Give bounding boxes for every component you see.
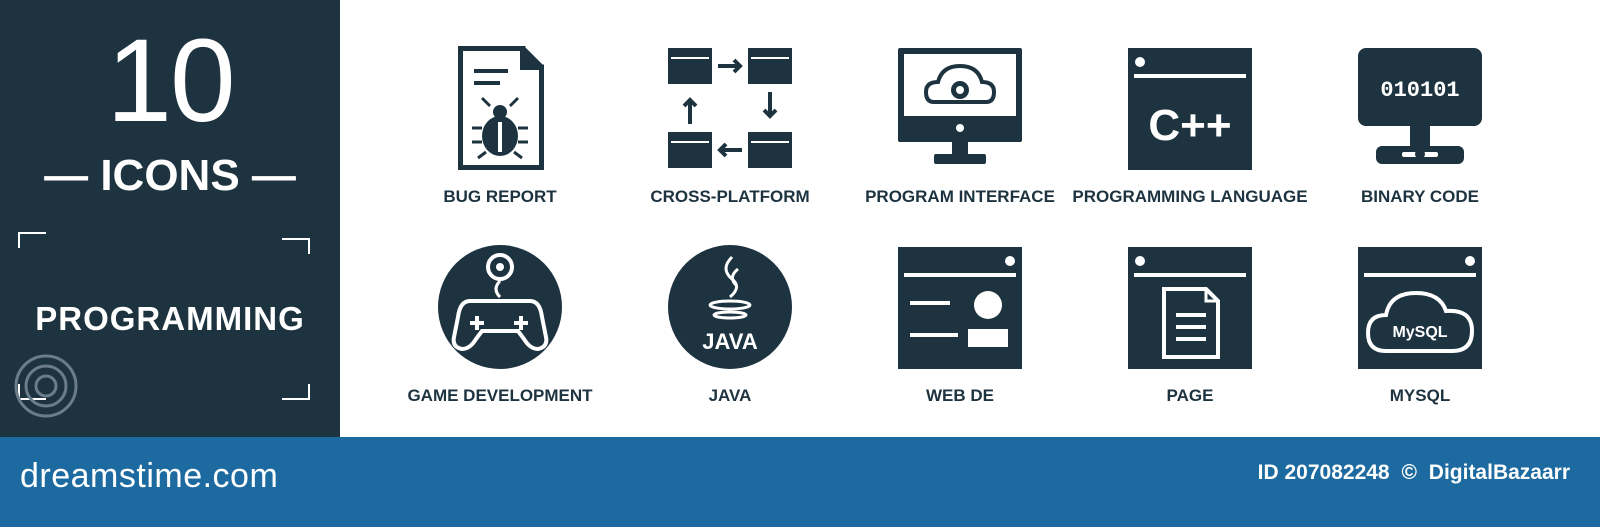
icon-tile-programming-language: C++ PROGRAMMING LANGUAGE [1072, 44, 1308, 229]
icon-count: 10 [106, 15, 235, 147]
binary-code-icon: 010101 [1358, 48, 1482, 164]
icon-tile-game-development: GAME DEVELOPMENT [390, 243, 610, 428]
icon-tile-cross-platform: CROSS-PLATFORM [620, 44, 840, 229]
mysql-text: MySQL [1392, 324, 1447, 341]
watermark-spiral-icon [14, 354, 78, 418]
icon-tile-web-design: WEB DE [850, 243, 1070, 428]
cross-platform-icon [668, 48, 792, 168]
icon-tile-java: JAVA JAVA [620, 243, 840, 428]
title-panel: 10 — ICONS — PROGRAMMING [0, 0, 340, 437]
icon-label: BUG REPORT [443, 187, 557, 206]
java-text: JAVA [702, 329, 758, 354]
programming-language-icon: C++ [1128, 48, 1252, 170]
image-id: ID 207082248 [1257, 461, 1390, 484]
icon-label: WEB DE [926, 386, 994, 405]
icon-tile-program-interface: PROGRAM INTERFACE [850, 44, 1070, 229]
icon-label: PROGRAMMING LANGUAGE [1072, 187, 1308, 206]
cpp-text: C++ [1148, 101, 1231, 150]
image-credit: ID 207082248 © DigitalBazaarr [1252, 461, 1570, 485]
mysql-icon: MySQL [1358, 247, 1482, 369]
binary-text: 010101 [1380, 78, 1459, 103]
corner-bracket [282, 238, 310, 254]
icon-label: PAGE [1166, 386, 1214, 405]
web-design-icon [898, 247, 1022, 369]
icon-label: CROSS-PLATFORM [650, 187, 810, 206]
icon-tile-page: PAGE [1080, 243, 1300, 428]
page-icon [1128, 247, 1252, 369]
author-name: DigitalBazaarr [1428, 461, 1570, 484]
icon-tile-mysql: MySQL MYSQL [1310, 243, 1530, 428]
copyright-symbol: © [1401, 461, 1417, 484]
icon-label: MYSQL [1389, 386, 1451, 405]
category-title: PROGRAMMING [35, 300, 305, 337]
footer-bar: dreamstime.com ID 207082248 © DigitalBaz… [0, 437, 1600, 527]
brand-logo: dreamstime.com [20, 457, 279, 495]
game-development-icon [438, 245, 562, 369]
corner-bracket [18, 232, 46, 248]
icon-label: BINARY CODE [1360, 187, 1480, 206]
icons-heading: — ICONS — [44, 151, 296, 200]
icon-label: GAME DEVELOPMENT [407, 386, 593, 405]
icon-label: JAVA [708, 386, 752, 405]
icon-tile-bug-report: BUG REPORT [390, 44, 610, 229]
bug-report-icon [458, 46, 544, 170]
corner-bracket [282, 384, 310, 400]
icon-tile-binary-code: 010101 BINARY CODE [1310, 44, 1530, 229]
program-interface-icon [898, 48, 1022, 164]
java-icon: JAVA [668, 245, 792, 369]
icon-label: PROGRAM INTERFACE [865, 187, 1055, 206]
